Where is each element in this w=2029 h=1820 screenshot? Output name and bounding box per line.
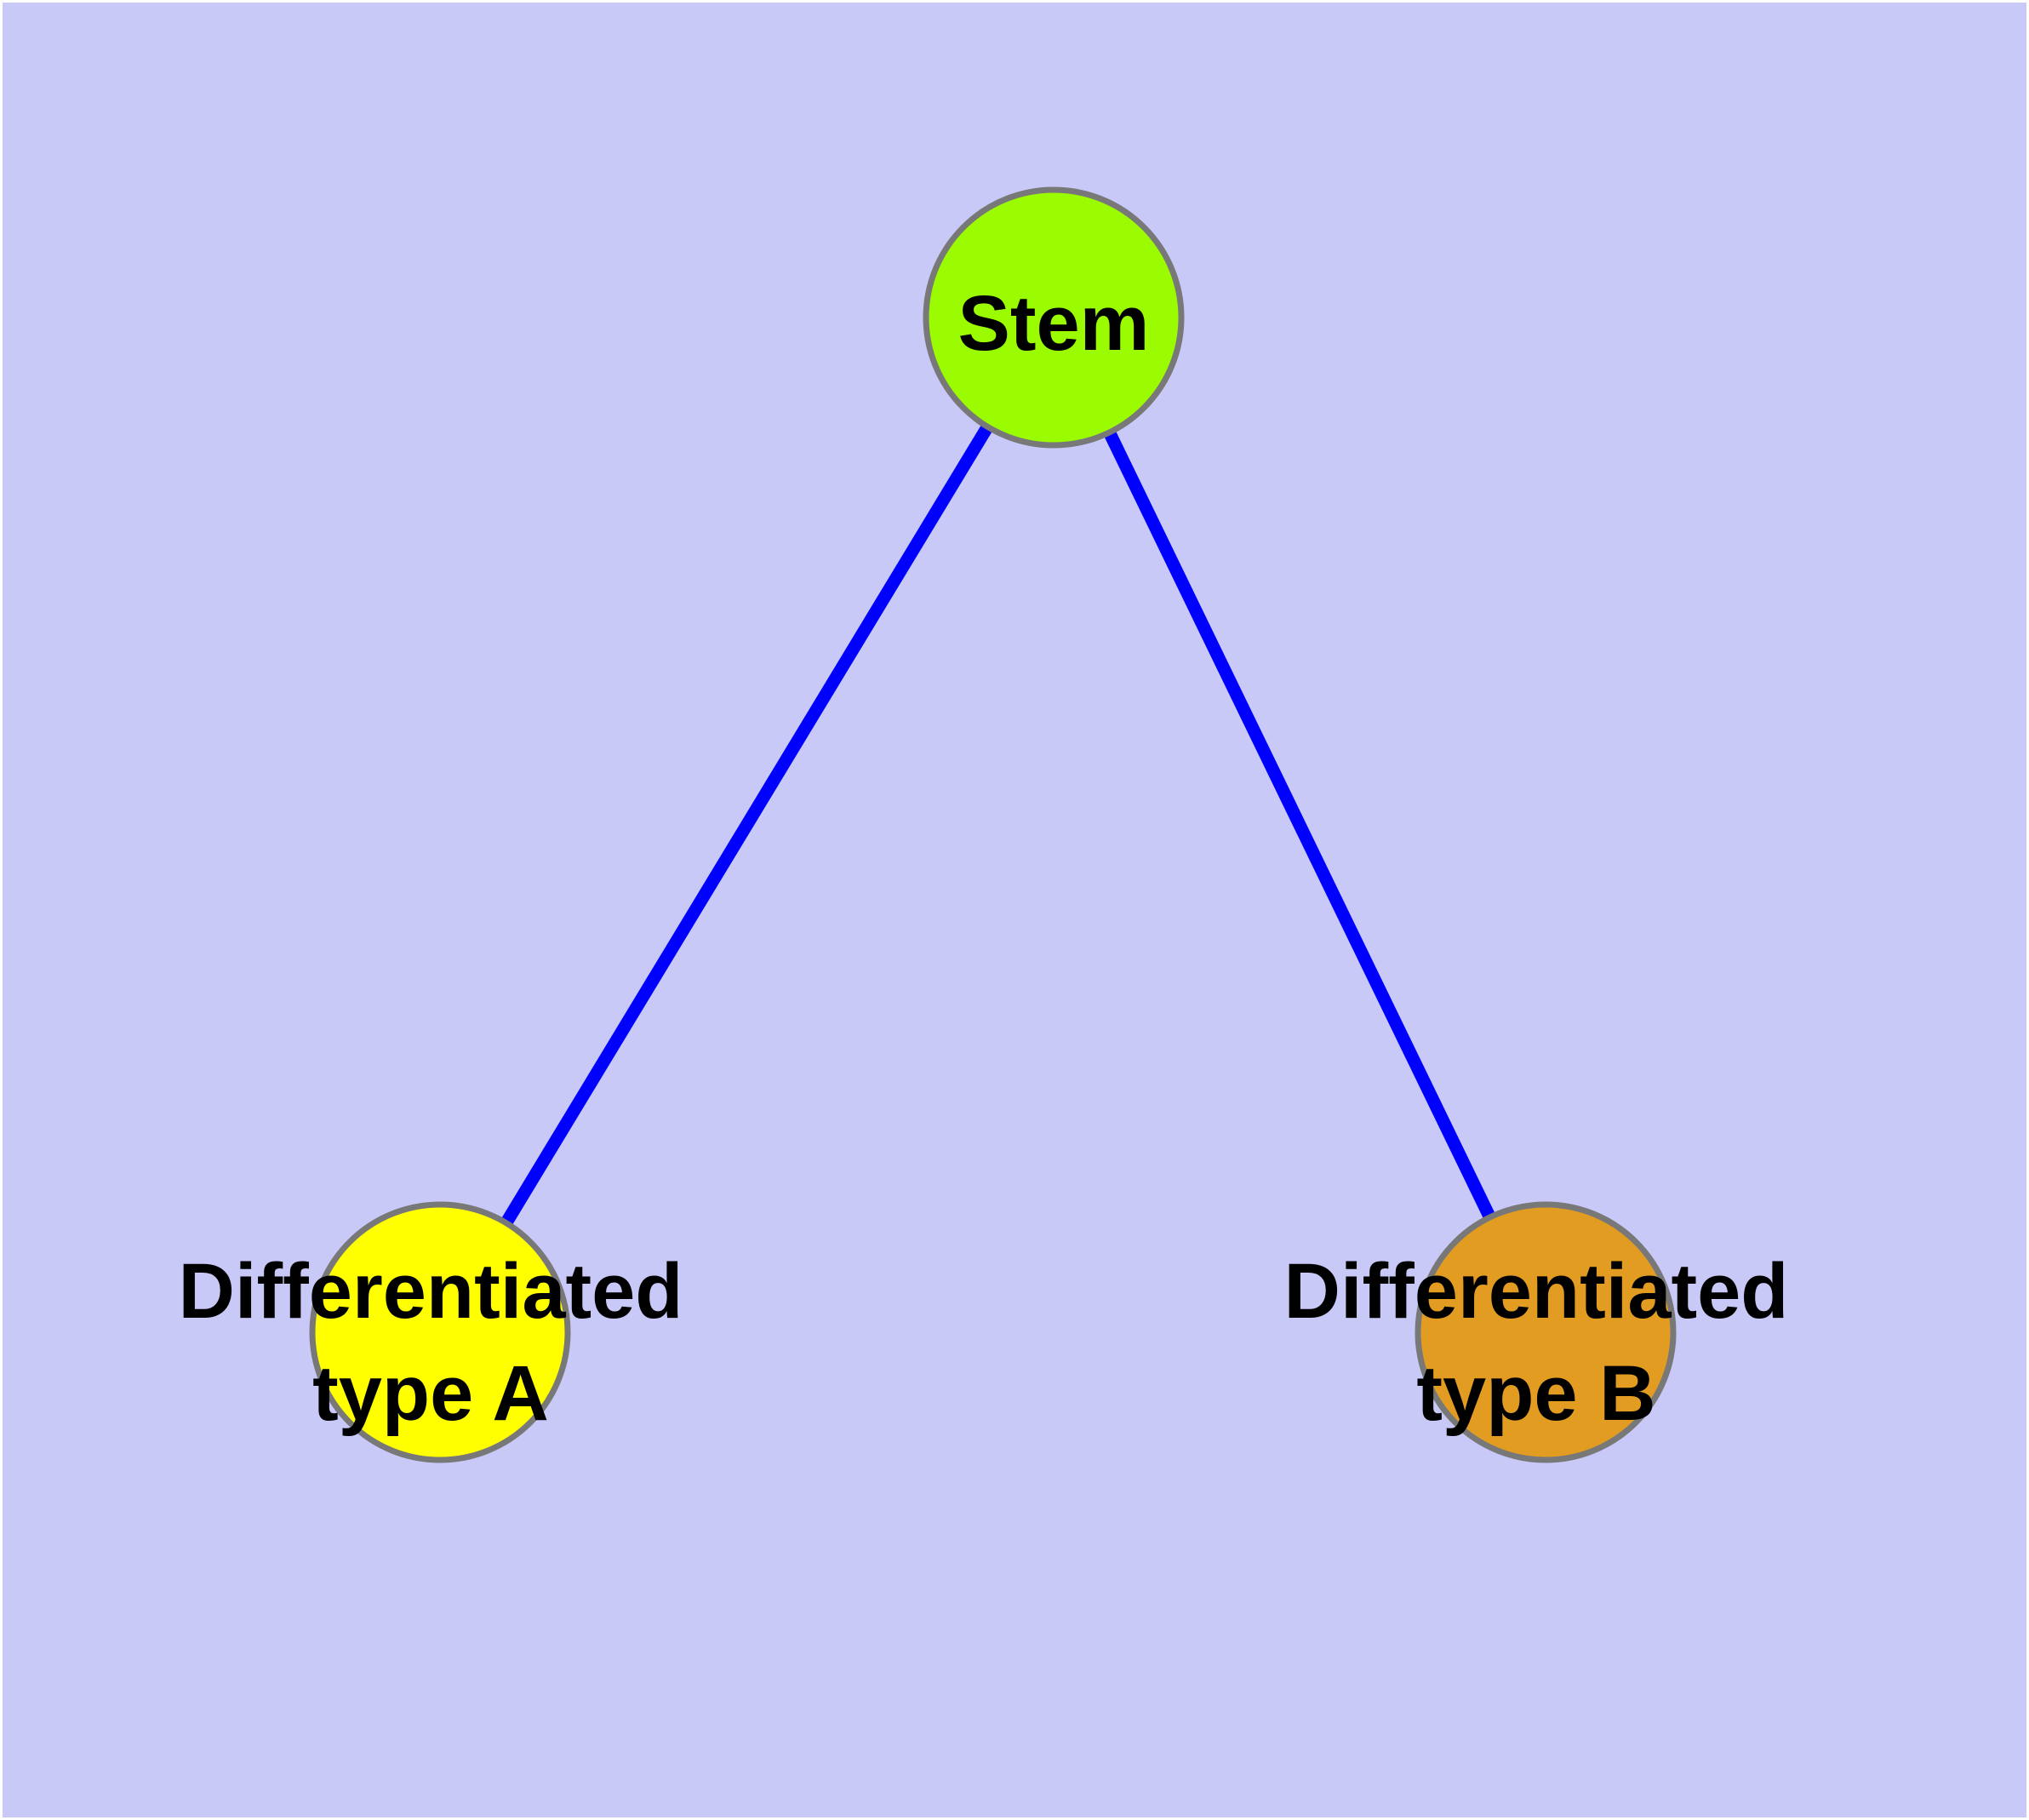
node-stem: Stem (923, 186, 1185, 449)
node-differentiated-type-b: Differentiated type B (1284, 1201, 1789, 1463)
node-type-b-label-line2: type B (1416, 1350, 1655, 1437)
node-type-a-label-line2: type A (312, 1350, 549, 1437)
node-type-a-circle (309, 1201, 571, 1463)
edge-group (434, 314, 1552, 1336)
node-type-b-circle (1415, 1201, 1677, 1463)
node-stem-circle (923, 186, 1185, 449)
node-type-b-label-line1: Differentiated (1284, 1248, 1789, 1335)
node-type-a-label-line1: Differentiated (179, 1248, 683, 1335)
edge-stem-to-type-b (1048, 314, 1552, 1336)
node-stem-label: Stem (958, 280, 1150, 367)
edge-stem-to-type-a (434, 314, 1060, 1336)
node-differentiated-type-a: Differentiated type A (179, 1201, 683, 1463)
